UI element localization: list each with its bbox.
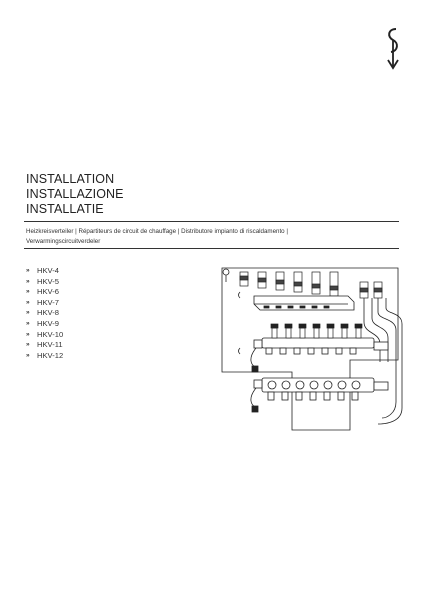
list-item: » HKV-10 [26,330,63,341]
title-it: INSTALLAZIONE [26,187,124,201]
model-name: HKV-12 [37,350,64,360]
subtitle-line-1: Heizkreisverteiler | Répartiteurs de cir… [26,228,288,235]
list-item: » HKV-7 [26,298,63,309]
clip [238,291,241,299]
model-name: HKV-5 [37,276,59,286]
title-de: INSTALLATION [26,172,115,186]
list-item: » HKV-9 [26,319,63,330]
lower-manifold [261,377,375,401]
list-item: » HKV-4 [26,266,63,277]
model-name: HKV-6 [37,287,59,297]
title-block: INSTALLATION INSTALLAZIONE INSTALLATIE [26,172,124,217]
list-item: » HKV-12 [26,351,63,362]
list-item: » HKV-8 [26,308,63,319]
bullet-icon: » [26,277,30,285]
bullet-icon: » [26,298,30,306]
flow-meter-bar [253,295,355,311]
bullet-icon: » [26,330,30,338]
list-item: » HKV-5 [26,277,63,288]
model-name: HKV-7 [37,297,59,307]
divider-bottom [24,248,399,249]
model-list: » HKV-4 » HKV-5 » HKV-6 » HKV-7 » HKV-8 » HKV-… [26,266,63,361]
bullet-icon: » [26,267,30,274]
model-name: HKV-11 [37,340,63,350]
list-item: » HKV-6 [26,287,63,298]
vent-valve [222,268,230,282]
model-name: HKV-8 [37,308,59,318]
bullet-icon: » [26,288,30,296]
brand-logo-icon [387,28,399,70]
divider-top [24,221,399,222]
upper-manifold [261,323,375,355]
manifold-illustration [221,267,403,431]
bullet-icon: » [26,309,30,317]
fill-drain-valves [250,339,263,413]
top-connectors [239,271,383,299]
mounting-plate [221,267,399,431]
bullet-icon: » [26,351,30,359]
bullet-icon: » [26,341,30,349]
list-item: » HKV-11 [26,340,63,351]
clip [238,347,241,355]
model-name: HKV-10 [37,329,64,339]
product-subtitle: Heizkreisverteiler | Répartiteurs de cir… [26,227,386,247]
title-nl: INSTALLATIE [26,202,104,216]
subtitle-line-2: Verwarmingscircuitverdeler [26,238,101,245]
model-name: HKV-9 [37,318,59,328]
model-name: HKV-4 [37,266,59,275]
supply-return-pipes [363,298,403,425]
bullet-icon: » [26,319,30,327]
